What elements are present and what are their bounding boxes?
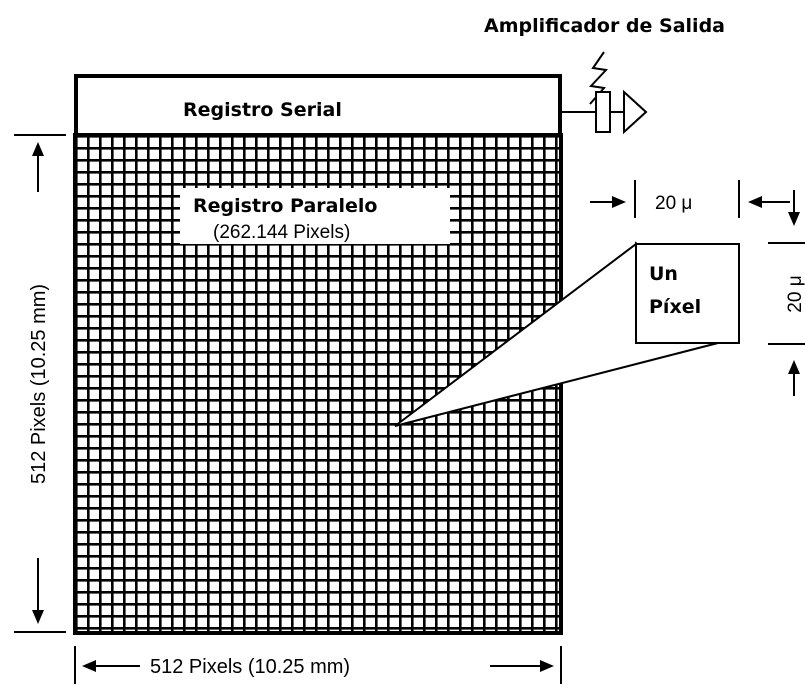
amplifier-label: Amplificador de Salida <box>484 15 725 37</box>
parallel-register-label-panel <box>180 188 450 244</box>
width-arrow-right <box>612 196 626 208</box>
signal-squiggle <box>588 51 609 105</box>
horizontal-dimension-label: 512 Pixels (10.25 mm) <box>150 656 350 678</box>
pixel-height-label: 20 μ <box>785 275 805 312</box>
enlarged-pixel <box>635 243 740 344</box>
horizontal-dimension <box>74 646 562 684</box>
vertical-arrow-down <box>32 610 44 624</box>
horizontal-arrow-left <box>82 660 96 672</box>
vertical-dimension <box>14 134 66 633</box>
parallel-register-title: Registro Paralelo <box>193 195 377 217</box>
parallel-register-count: (262.144 Pixels) <box>213 222 350 243</box>
vertical-arrow-up <box>32 142 44 156</box>
vertical-dimension-label: 512 Pixels (10.25 mm) <box>28 284 50 484</box>
pixel-label-line2: Píxel <box>649 296 701 318</box>
pixel-label-line1: Un <box>649 263 678 285</box>
pixel-height-dimension <box>768 190 805 396</box>
height-arrow-down <box>788 212 800 226</box>
serial-register-label: Registro Serial <box>183 99 342 121</box>
pixel-width-label: 20 μ <box>655 193 692 214</box>
width-arrow-left <box>748 196 762 208</box>
height-arrow-up <box>788 360 800 374</box>
horizontal-arrow-right <box>540 660 554 672</box>
pixel-width-dimension <box>590 180 790 218</box>
amplifier-symbol <box>560 89 648 135</box>
